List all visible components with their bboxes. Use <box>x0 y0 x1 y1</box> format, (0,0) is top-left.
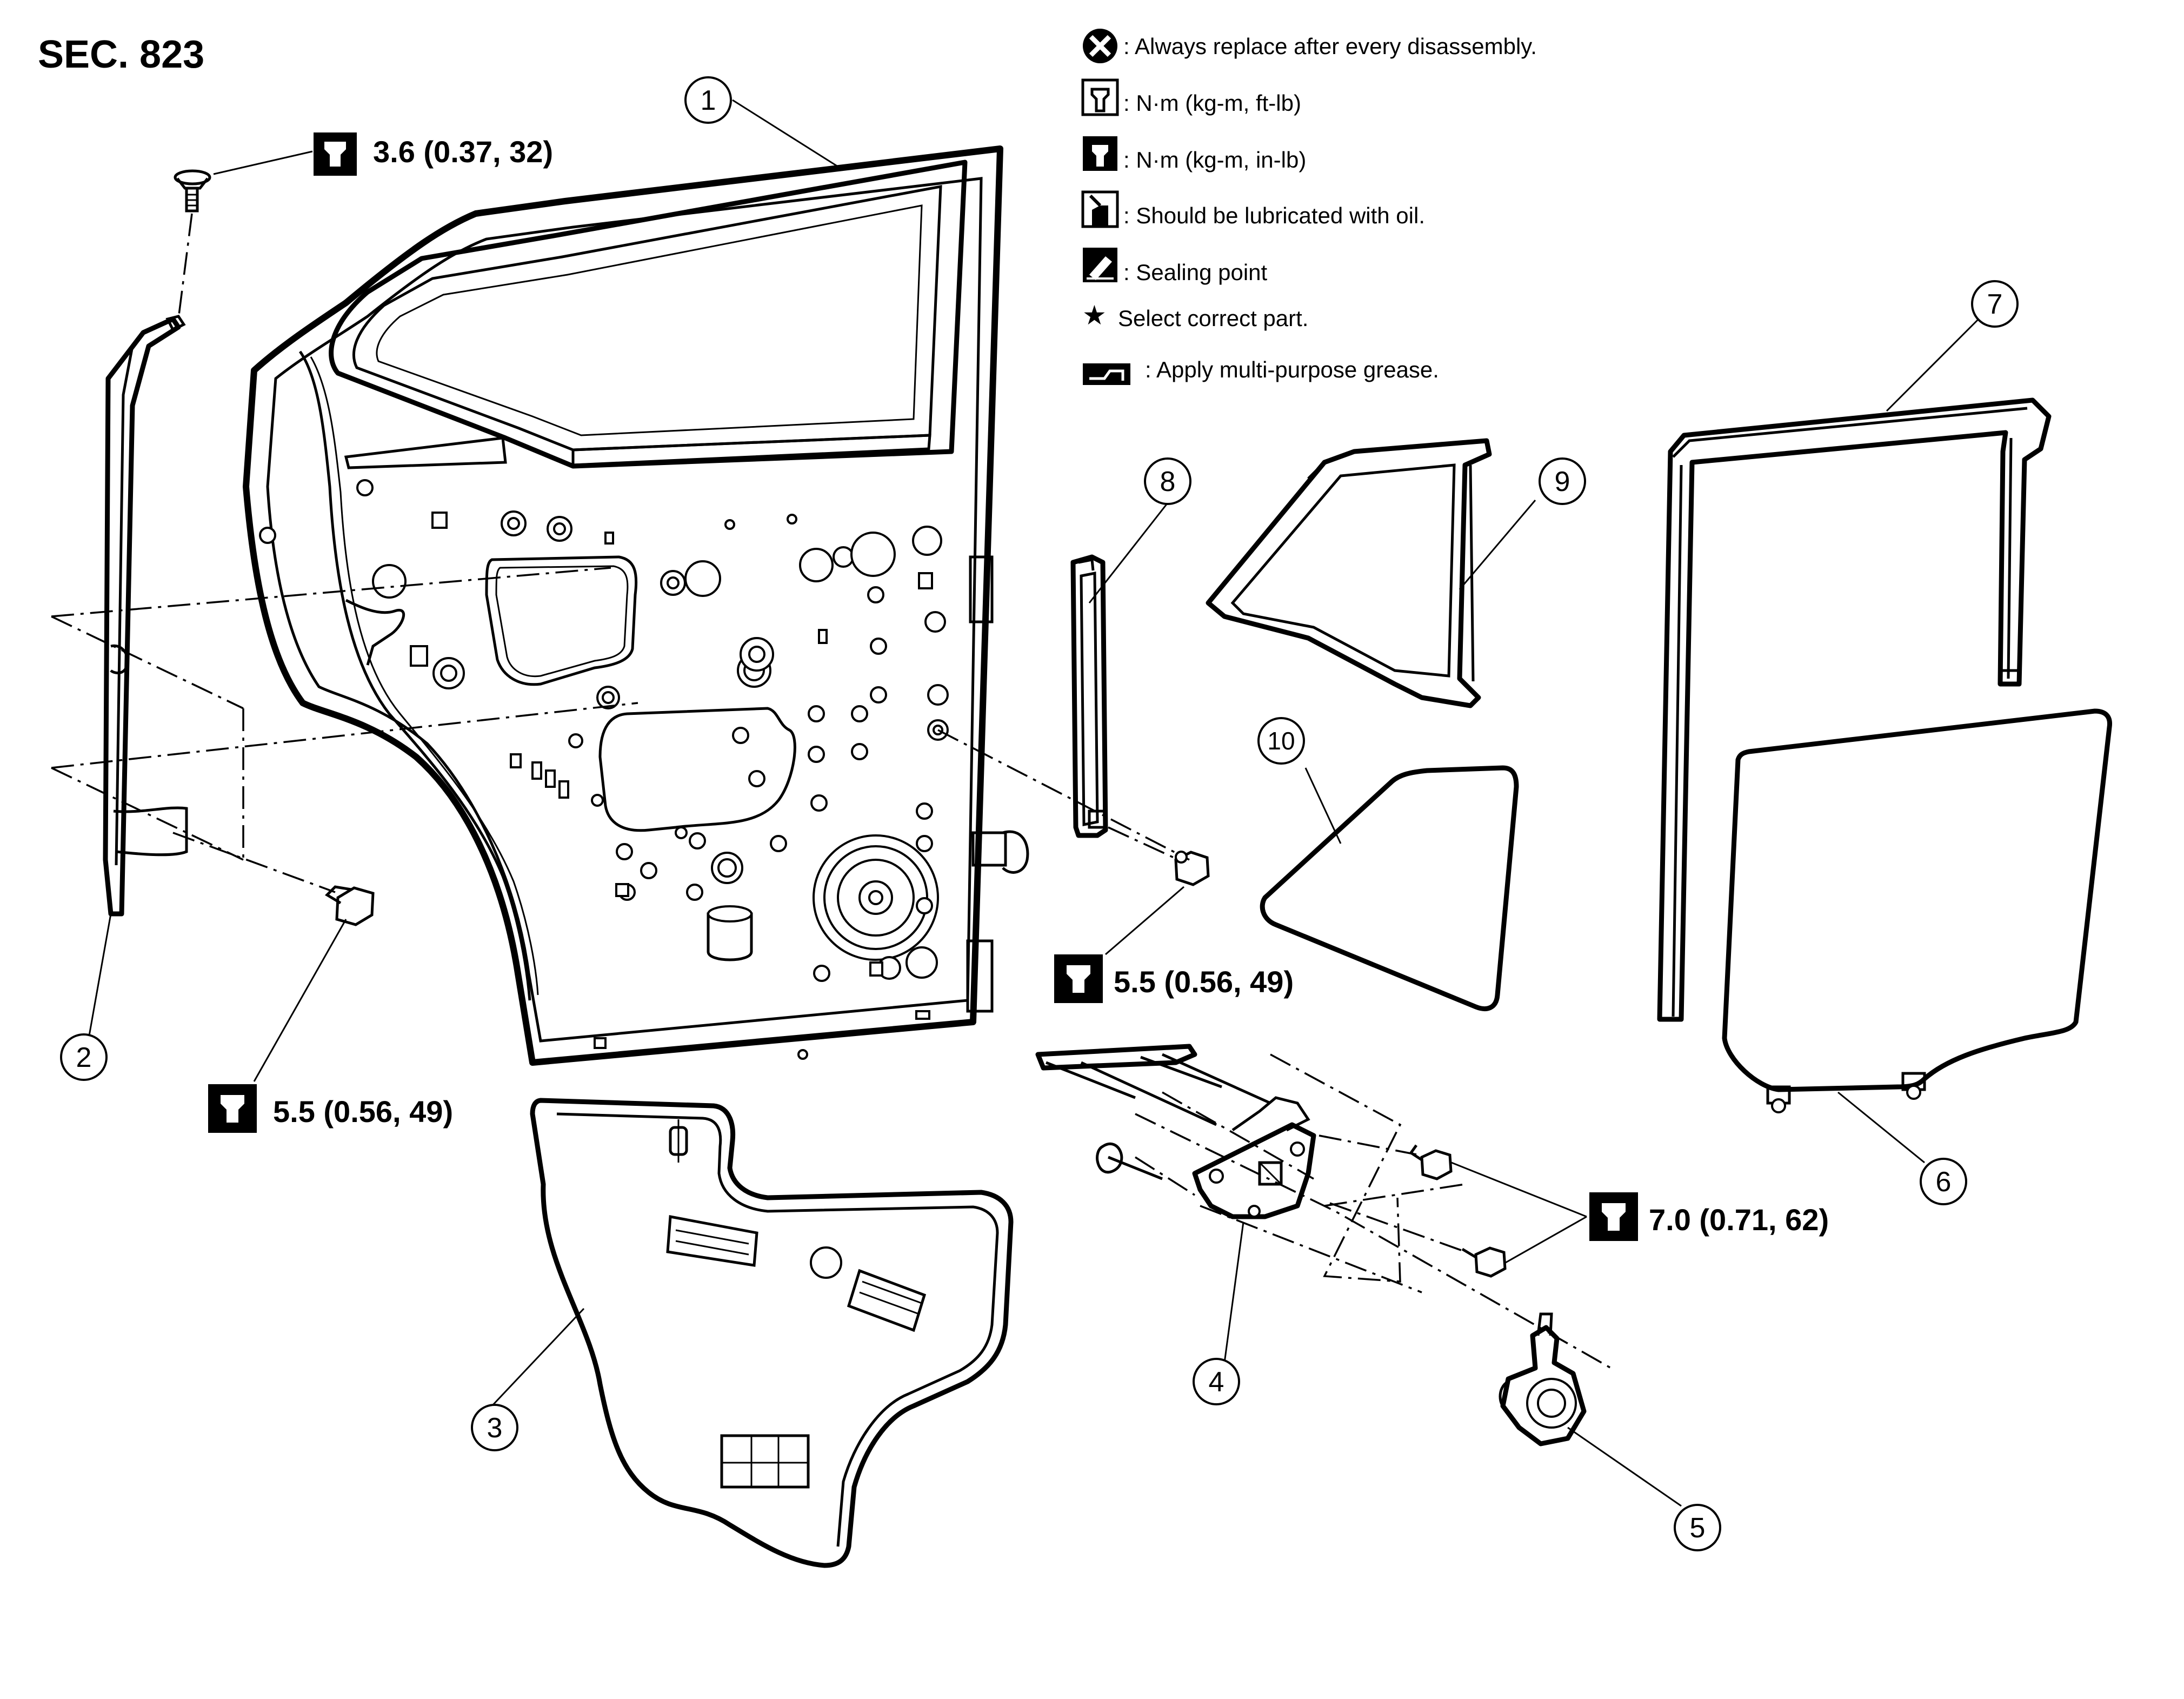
callout-8: 8 <box>1144 457 1191 505</box>
svg-text:6: 6 <box>1936 1166 1952 1198</box>
torque-wrench-inlb-icon <box>1083 136 1117 171</box>
torque-icon-bolt-center <box>1054 954 1103 1003</box>
torque-icon-regulator-bolts <box>1589 1192 1638 1241</box>
legend-text-grease: : Apply multi-purpose grease. <box>1145 357 1439 382</box>
torque-value-bolt-left: 5.5 (0.56, 49) <box>273 1094 453 1129</box>
center-sash <box>1070 554 1108 838</box>
legend-text-ftlb: : N·m (kg-m, ft-lb) <box>1123 90 1301 116</box>
callout-3: 3 <box>471 1404 518 1451</box>
sealing-point-icon <box>1083 248 1117 282</box>
legend-text-replace: : Always replace after every disassembly… <box>1123 34 1537 59</box>
callout-4: 4 <box>1193 1358 1240 1405</box>
callout-9: 9 <box>1539 457 1586 505</box>
partition-glass <box>1260 765 1519 1011</box>
section-title: SEC. 823 <box>38 33 204 76</box>
svg-text:3: 3 <box>487 1412 503 1444</box>
partition-glass-sash <box>1206 438 1492 708</box>
torque-value-bolt-center: 5.5 (0.56, 49) <box>1114 965 1294 999</box>
callout-2: 2 <box>60 1033 108 1081</box>
torque-wrench-ftlb-icon <box>1081 78 1119 116</box>
legend-text-select: Select correct part. <box>1118 306 1308 331</box>
legend-text-sealing: : Sealing point <box>1123 260 1268 285</box>
grease-icon <box>1083 363 1130 385</box>
torque-icon-screw-top <box>314 132 357 176</box>
oil-can-icon <box>1081 190 1119 228</box>
callout-7: 7 <box>1971 280 2019 328</box>
torque-icon-bolt-left <box>208 1084 257 1133</box>
callout-5: 5 <box>1674 1504 1721 1551</box>
speaker <box>813 834 939 961</box>
svg-text:8: 8 <box>1160 466 1176 497</box>
svg-text:2: 2 <box>76 1042 92 1073</box>
regulator-assembly <box>1035 1044 1612 1369</box>
sealing-screen <box>530 1098 1014 1568</box>
svg-text:4: 4 <box>1209 1366 1224 1398</box>
svg-text:10: 10 <box>1267 727 1295 755</box>
legend-text-oil: : Should be lubricated with oil. <box>1123 203 1425 228</box>
torque-value-screw-top: 3.6 (0.37, 32) <box>373 135 553 169</box>
rear-sash <box>103 315 188 917</box>
callout-1: 1 <box>684 76 732 124</box>
star-icon: ★ <box>1082 300 1107 330</box>
rear-door-panel <box>243 145 1029 1066</box>
svg-text:7: 7 <box>1987 289 2003 320</box>
glass-run <box>1657 397 2052 1022</box>
legend: : Always replace after every disassembly… <box>1081 29 1537 385</box>
regulator-bolt-upper <box>1409 1144 1453 1180</box>
svg-text:1: 1 <box>701 85 716 116</box>
always-replace-icon <box>1083 29 1117 63</box>
svg-text:5: 5 <box>1690 1512 1706 1544</box>
callout-6: 6 <box>1920 1158 1967 1205</box>
callout-10: 10 <box>1257 717 1305 765</box>
torque-value-regulator-bolts: 7.0 (0.71, 62) <box>1649 1203 1829 1237</box>
regulator-motor <box>1499 1312 1587 1446</box>
legend-text-inlb: : N·m (kg-m, in-lb) <box>1123 147 1306 172</box>
screw-top <box>174 169 211 213</box>
door-glass <box>1722 708 2113 1113</box>
bolt-center <box>1174 851 1210 886</box>
panel-square-holes <box>410 512 933 1049</box>
svg-text:9: 9 <box>1555 466 1570 497</box>
